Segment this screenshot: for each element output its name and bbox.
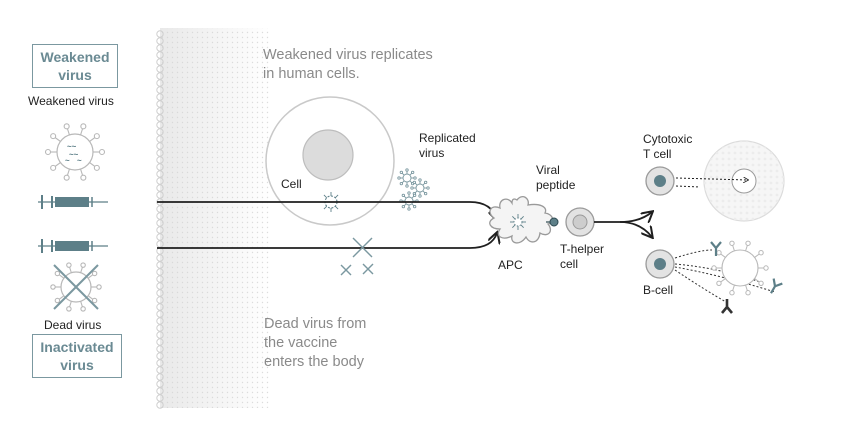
dead-pathway-arrow — [157, 233, 497, 249]
apc-label: APC — [498, 258, 523, 272]
antibody-icon — [770, 278, 783, 294]
b-cell — [645, 249, 675, 279]
svg-text:~: ~ — [77, 156, 82, 165]
syringe-icon — [38, 239, 108, 253]
svg-text:~~: ~~ — [69, 150, 79, 159]
host-cell — [265, 96, 395, 226]
dead-virus-particles — [340, 237, 374, 276]
antibody-icon — [721, 299, 733, 314]
svg-text:~~: ~~ — [67, 142, 77, 151]
target-infected-cell — [703, 140, 785, 222]
to-cytotoxic-arrow — [594, 212, 652, 222]
replicated-virus-label: Replicated virus — [419, 131, 476, 160]
antibody-paths — [674, 249, 776, 303]
dead-virus-icon — [50, 262, 102, 312]
dead-description: Dead virus from the vaccine enters the b… — [264, 316, 367, 370]
weakened-virus-icon: ~~ ~~ ~ ~ — [44, 123, 106, 181]
weakened-description: Weakened virus replicates in human cells… — [263, 47, 433, 82]
b-cell-label: B-cell — [643, 283, 674, 297]
viral-peptide-icon — [546, 217, 559, 227]
dead-virus-caption: Dead virus — [44, 318, 102, 332]
syringe-icon — [38, 195, 108, 209]
weakened-virus-caption: Weakened virus — [28, 94, 114, 108]
viral-peptide-label: Viral peptide — [536, 163, 576, 192]
weakened-virus-box: Weakened virus — [32, 44, 118, 88]
t-helper-cell — [565, 207, 595, 237]
t-helper-label: T-helper cell — [560, 242, 605, 271]
skin-membrane — [156, 28, 270, 409]
to-b-cell-arrow — [619, 221, 652, 237]
cytotoxic-label: Cytotoxic T cell — [643, 132, 693, 161]
inactivated-virus-box: Inactivated virus — [32, 334, 122, 378]
cytotoxic-t-cell — [645, 166, 675, 196]
apc-cell — [489, 196, 554, 244]
antibody-icon — [710, 241, 722, 256]
cell-label: Cell — [281, 177, 302, 191]
svg-text:~: ~ — [65, 156, 70, 165]
virus-cluster-icon — [711, 240, 769, 296]
replicated-virus-icons — [397, 168, 430, 211]
